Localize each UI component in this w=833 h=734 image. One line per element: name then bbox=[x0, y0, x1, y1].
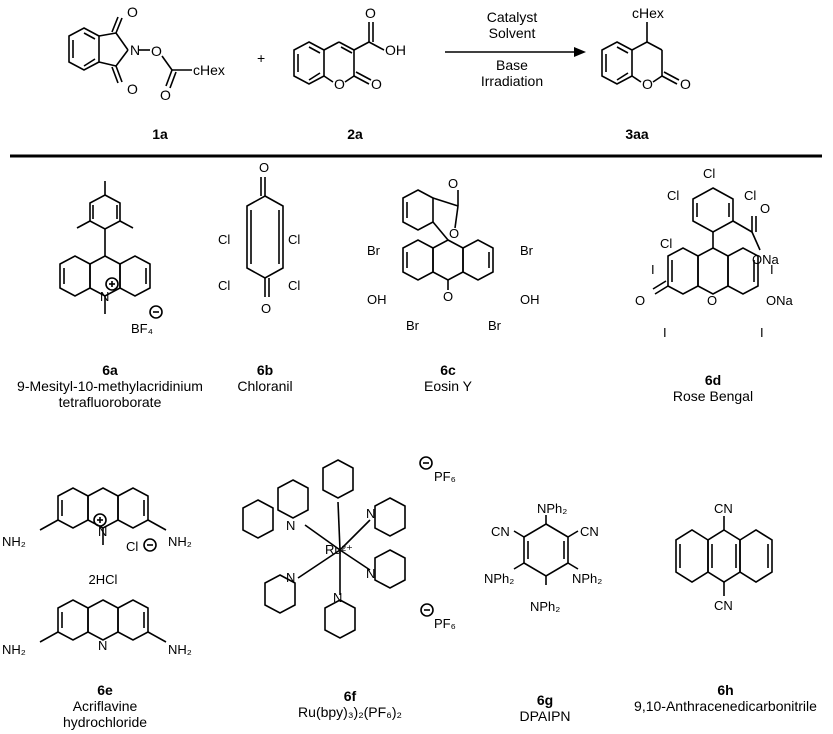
svg-text:ONa: ONa bbox=[766, 293, 794, 308]
svg-text:Solvent: Solvent bbox=[489, 25, 536, 41]
svg-text:Cl: Cl bbox=[667, 188, 679, 203]
svg-text:N: N bbox=[98, 524, 107, 539]
svg-text:NPh₂: NPh₂ bbox=[484, 571, 514, 586]
svg-text:O: O bbox=[371, 76, 382, 92]
svg-text:OH: OH bbox=[520, 292, 540, 307]
svg-text:Br: Br bbox=[520, 243, 534, 258]
structure-6e bbox=[39, 487, 167, 643]
structure-6b bbox=[246, 177, 284, 297]
svg-text:2a: 2a bbox=[347, 126, 363, 142]
svg-text:O: O bbox=[261, 301, 271, 316]
svg-text:O: O bbox=[443, 289, 453, 304]
svg-text:O: O bbox=[707, 293, 717, 308]
svg-text:CN: CN bbox=[714, 598, 733, 613]
svg-text:Br: Br bbox=[406, 318, 420, 333]
svg-text:I: I bbox=[651, 262, 655, 277]
svg-text:O: O bbox=[448, 176, 458, 191]
svg-text:Cl: Cl bbox=[288, 232, 300, 247]
label-6b: 6b Chloranil bbox=[237, 362, 293, 394]
structure-6f bbox=[242, 456, 434, 639]
svg-text:Cl: Cl bbox=[218, 278, 230, 293]
svg-text:Base: Base bbox=[496, 57, 528, 73]
svg-text:O: O bbox=[151, 43, 162, 59]
structure-6g bbox=[513, 515, 579, 585]
svg-text:N: N bbox=[100, 289, 109, 304]
svg-text:N: N bbox=[366, 566, 375, 581]
svg-text:O: O bbox=[642, 76, 653, 92]
svg-text:2HCl: 2HCl bbox=[89, 572, 118, 587]
svg-text:Cl: Cl bbox=[126, 539, 138, 554]
svg-text:NH₂: NH₂ bbox=[2, 534, 26, 549]
svg-text:+: + bbox=[257, 50, 265, 66]
svg-text:BF₄: BF₄ bbox=[131, 321, 153, 336]
svg-text:I: I bbox=[770, 262, 774, 277]
svg-text:O: O bbox=[365, 5, 376, 21]
svg-text:PF₆: PF₆ bbox=[434, 616, 456, 631]
structure-1a bbox=[68, 16, 192, 89]
svg-text:O: O bbox=[760, 201, 770, 216]
svg-text:CN: CN bbox=[714, 501, 733, 516]
svg-text:Br: Br bbox=[367, 243, 381, 258]
svg-text:O: O bbox=[334, 76, 345, 92]
structure-6a bbox=[59, 181, 163, 319]
svg-text:3aa: 3aa bbox=[625, 126, 649, 142]
svg-text:CN: CN bbox=[491, 524, 510, 539]
svg-text:N: N bbox=[366, 506, 375, 521]
svg-text:NPh₂: NPh₂ bbox=[572, 571, 602, 586]
svg-text:NH₂: NH₂ bbox=[2, 642, 26, 657]
structure-6c bbox=[402, 189, 494, 290]
structure-2a bbox=[293, 22, 385, 85]
svg-text:O: O bbox=[259, 160, 269, 175]
svg-text:Irradiation: Irradiation bbox=[481, 73, 543, 89]
label-6a: 6a 9-Mesityl-10-methylacridinium tetrafl… bbox=[17, 362, 203, 410]
svg-text:cHex: cHex bbox=[632, 5, 664, 21]
svg-text:cHex: cHex bbox=[193, 62, 225, 78]
svg-text:NPh₂: NPh₂ bbox=[530, 599, 560, 614]
structure-6h bbox=[675, 516, 773, 596]
svg-text:I: I bbox=[760, 325, 764, 340]
svg-text:N: N bbox=[98, 638, 107, 653]
label-6e: 6e Acriflavine hydrochloride bbox=[62, 682, 148, 730]
svg-text:OH: OH bbox=[367, 292, 387, 307]
svg-text:N: N bbox=[333, 590, 342, 605]
svg-text:Br: Br bbox=[488, 318, 502, 333]
label-6f: 6f Ru(bpy)₃)₂(PF₆)₂ bbox=[298, 688, 402, 720]
label-6g: 6g DPAIPN bbox=[519, 692, 571, 724]
label-6c: 6c Eosin Y bbox=[424, 362, 472, 394]
svg-text:CN: CN bbox=[580, 524, 599, 539]
svg-text:NH₂: NH₂ bbox=[168, 642, 192, 657]
svg-text:Cl: Cl bbox=[744, 188, 756, 203]
svg-text:N: N bbox=[286, 570, 295, 585]
svg-text:N: N bbox=[130, 42, 140, 58]
svg-text:NH₂: NH₂ bbox=[168, 534, 192, 549]
label-6h: 6h 9,10-Anthracenedicarbonitrile bbox=[634, 682, 817, 714]
svg-text:Cl: Cl bbox=[218, 232, 230, 247]
svg-text:O: O bbox=[635, 293, 645, 308]
svg-text:Cl: Cl bbox=[288, 278, 300, 293]
svg-text:NPh₂: NPh₂ bbox=[537, 501, 567, 516]
svg-text:O: O bbox=[127, 81, 138, 97]
svg-text:Cl: Cl bbox=[660, 236, 672, 251]
svg-text:Cl: Cl bbox=[703, 166, 715, 181]
svg-text:PF₆: PF₆ bbox=[434, 469, 456, 484]
label-6d: 6d Rose Bengal bbox=[672, 372, 754, 404]
svg-text:Ru²⁺: Ru²⁺ bbox=[325, 542, 353, 557]
structure-3aa bbox=[601, 22, 680, 85]
svg-text:O: O bbox=[449, 226, 459, 241]
svg-text:O: O bbox=[160, 87, 171, 103]
svg-text:ONa: ONa bbox=[752, 252, 780, 267]
atom-o: O bbox=[127, 4, 138, 20]
svg-text:Catalyst: Catalyst bbox=[487, 9, 538, 25]
svg-text:I: I bbox=[663, 325, 667, 340]
svg-text:1a: 1a bbox=[152, 126, 168, 142]
structure-6d bbox=[652, 187, 761, 295]
svg-text:O: O bbox=[680, 76, 691, 92]
svg-text:OH: OH bbox=[385, 42, 406, 58]
svg-text:N: N bbox=[286, 518, 295, 533]
